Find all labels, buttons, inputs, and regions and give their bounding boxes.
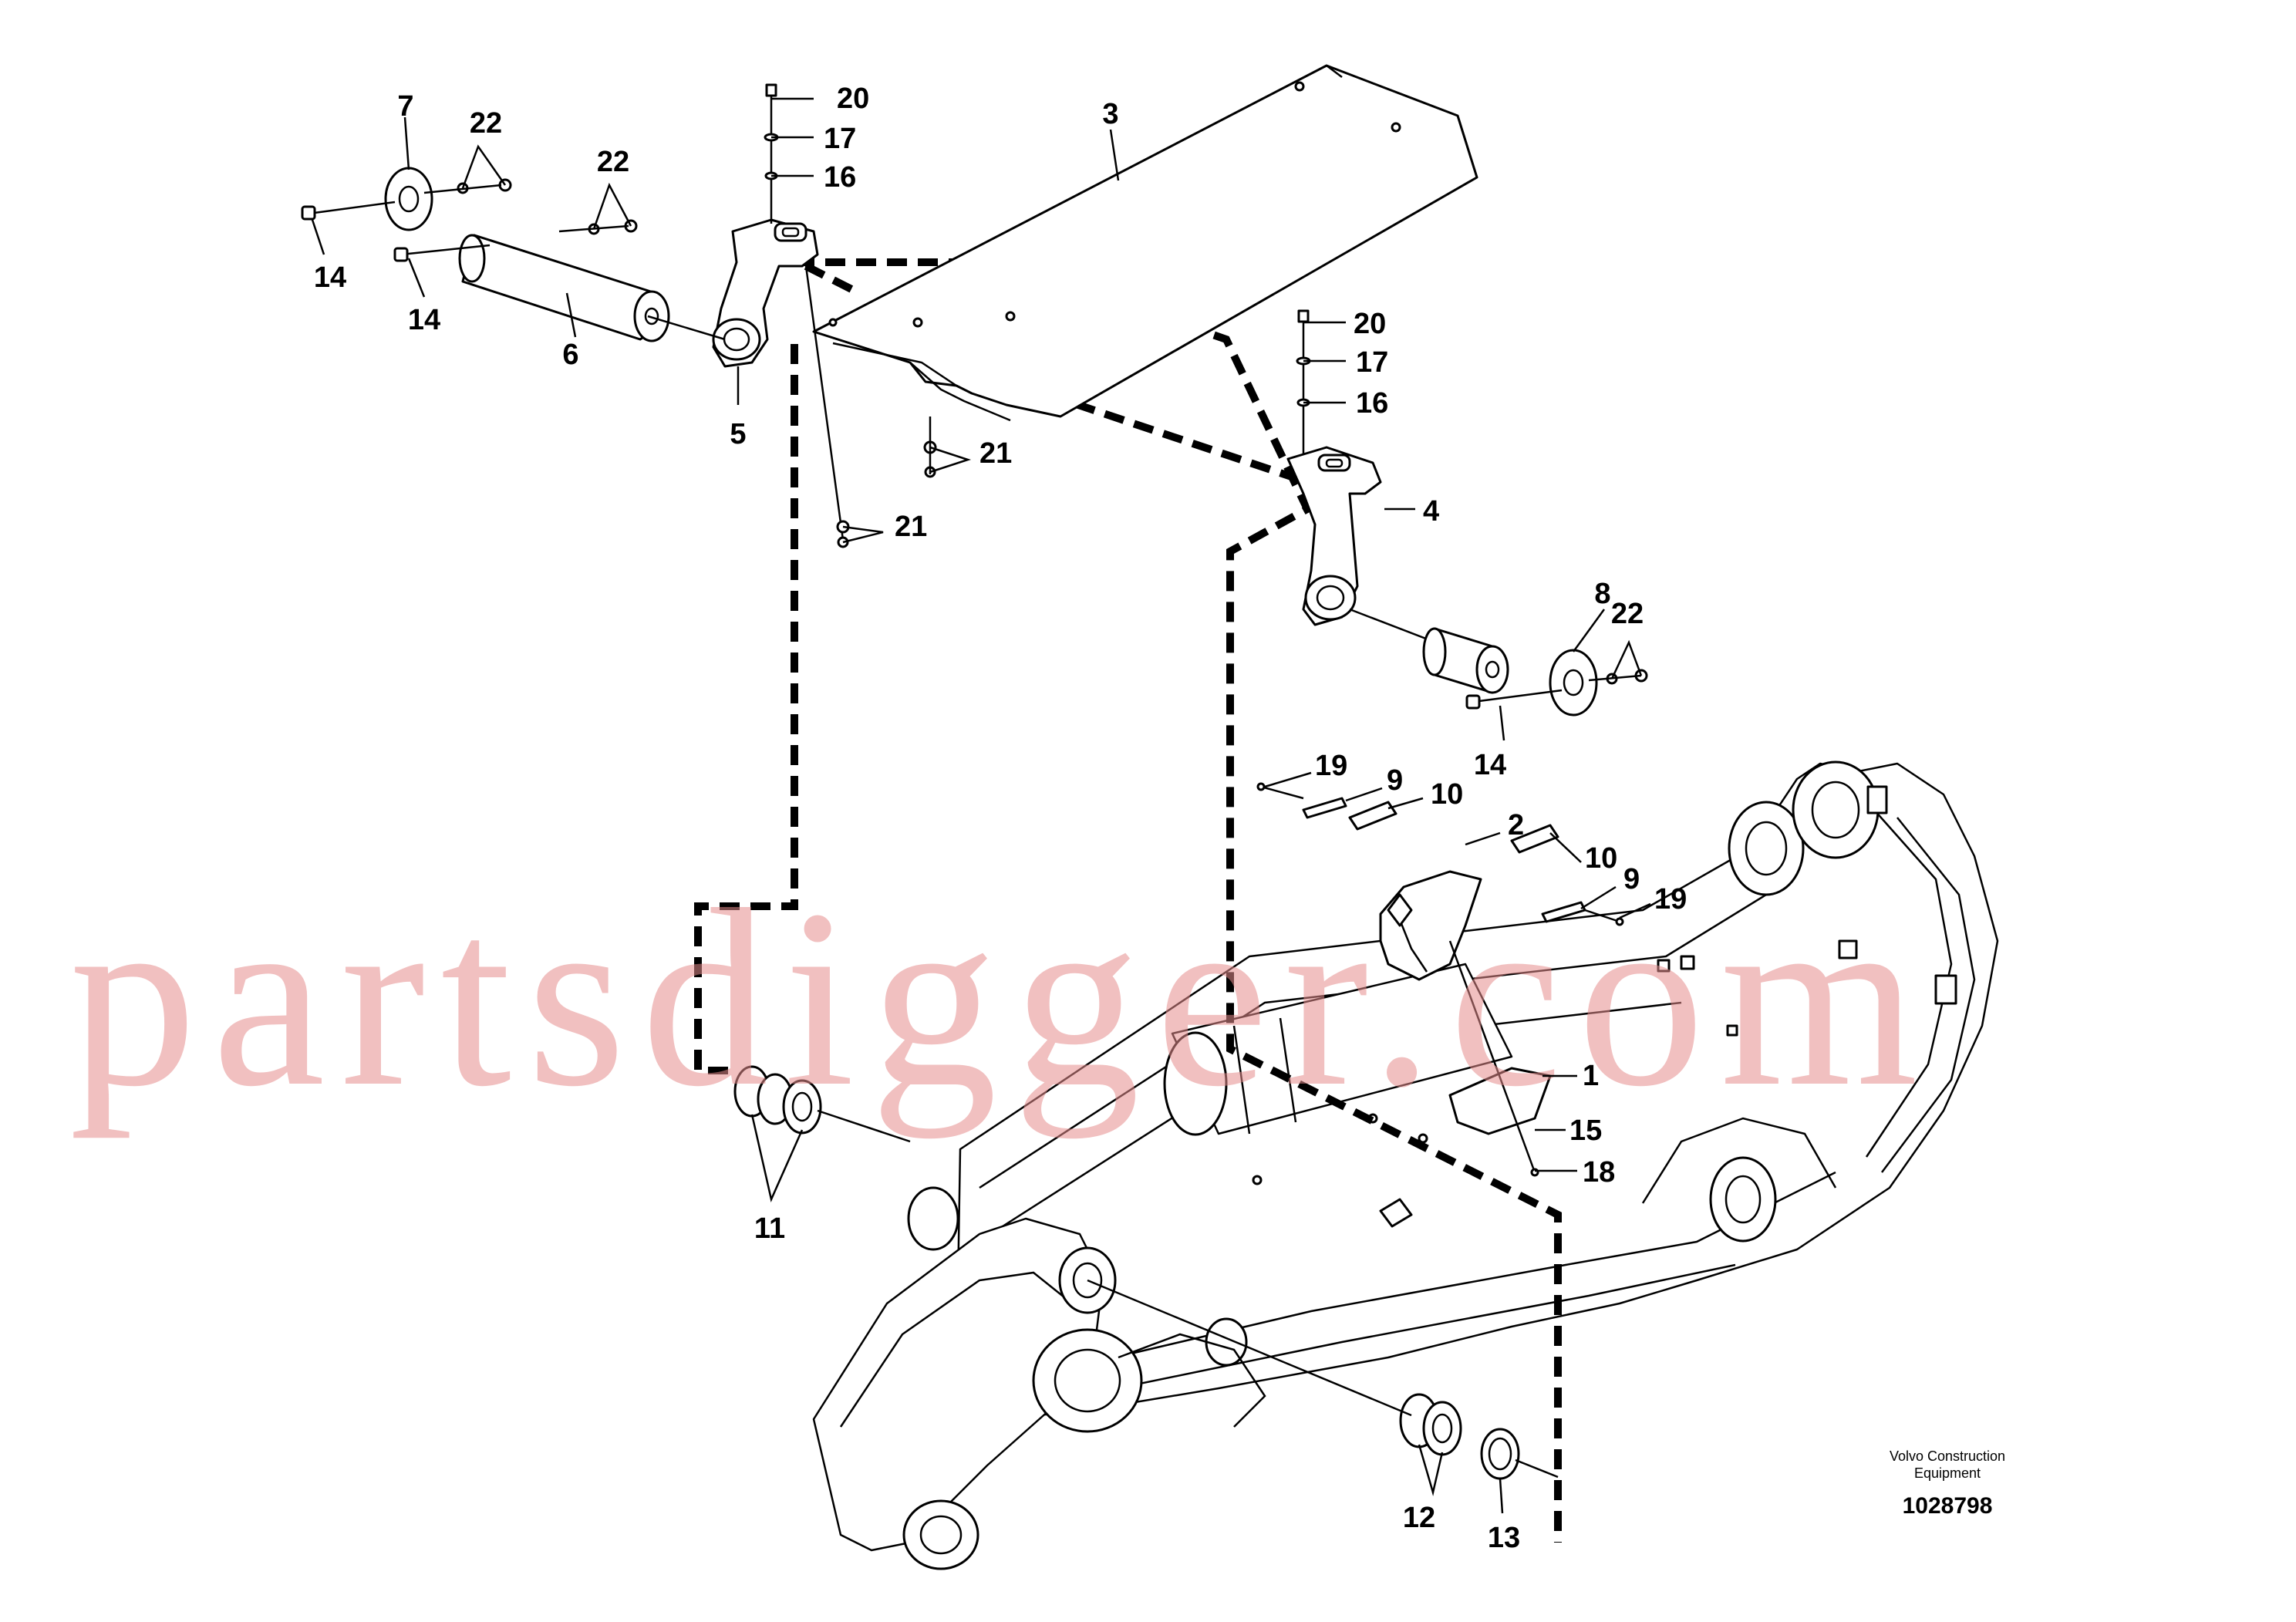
pin-left-assembly bbox=[301, 167, 726, 342]
callout-10-b: 10 bbox=[1585, 842, 1617, 875]
clamp-assembly bbox=[1256, 782, 1624, 1177]
callout-14-c: 14 bbox=[1474, 749, 1506, 781]
cover-plate bbox=[812, 64, 1478, 422]
callout-5: 5 bbox=[730, 418, 746, 450]
callout-14-a: 14 bbox=[314, 261, 346, 294]
caption: Volvo Construction Equipment 1028798 bbox=[1890, 1448, 2005, 1519]
callout-11: 11 bbox=[754, 1212, 785, 1245]
callout-17-b: 17 bbox=[1356, 346, 1388, 379]
callout-22-c: 22 bbox=[1611, 598, 1644, 630]
caption-company-line2: Equipment bbox=[1914, 1465, 1981, 1481]
callouts: 7 22 22 14 14 6 5 20 17 16 3 20 17 16 21… bbox=[314, 83, 1687, 1554]
callout-2: 2 bbox=[1508, 809, 1524, 841]
callout-22-b: 22 bbox=[597, 146, 629, 178]
callout-9-a: 9 bbox=[1387, 764, 1403, 797]
callout-13: 13 bbox=[1488, 1522, 1520, 1554]
bracket-right bbox=[1286, 446, 1382, 626]
callout-6: 6 bbox=[562, 339, 578, 371]
callout-16-b: 16 bbox=[1356, 387, 1388, 420]
callout-18: 18 bbox=[1583, 1156, 1615, 1189]
bolt-stack-upper bbox=[764, 83, 779, 224]
callout-4: 4 bbox=[1423, 495, 1439, 528]
callout-3: 3 bbox=[1102, 98, 1118, 130]
pin-right-assembly bbox=[1349, 608, 1648, 717]
callout-19-a: 19 bbox=[1315, 750, 1347, 782]
callout-15: 15 bbox=[1569, 1114, 1602, 1147]
callout-20-b: 20 bbox=[1354, 308, 1386, 340]
callout-19-b: 19 bbox=[1654, 883, 1687, 916]
bolt-stack-lower bbox=[1296, 309, 1311, 455]
callout-1: 1 bbox=[1583, 1060, 1599, 1092]
callout-16-a: 16 bbox=[824, 161, 856, 194]
callout-9-b: 9 bbox=[1623, 863, 1640, 895]
callout-7: 7 bbox=[397, 90, 413, 123]
callout-20-a: 20 bbox=[837, 83, 869, 115]
watermark: partsdigger.com bbox=[69, 858, 1934, 1139]
bracket-left bbox=[712, 218, 819, 368]
callout-12: 12 bbox=[1403, 1502, 1435, 1534]
callout-10-a: 10 bbox=[1431, 778, 1463, 811]
callout-14-b: 14 bbox=[408, 304, 440, 336]
leader-lines bbox=[311, 97, 1651, 1514]
callout-21-b: 21 bbox=[895, 511, 927, 543]
callout-8: 8 bbox=[1594, 578, 1610, 610]
diagram-number: 1028798 bbox=[1903, 1493, 1993, 1519]
callout-22-a: 22 bbox=[470, 107, 502, 140]
callout-17-a: 17 bbox=[824, 123, 856, 155]
caption-company-line1: Volvo Construction bbox=[1890, 1448, 2005, 1464]
nuts-21 bbox=[804, 265, 937, 548]
callout-21-a: 21 bbox=[979, 437, 1012, 470]
